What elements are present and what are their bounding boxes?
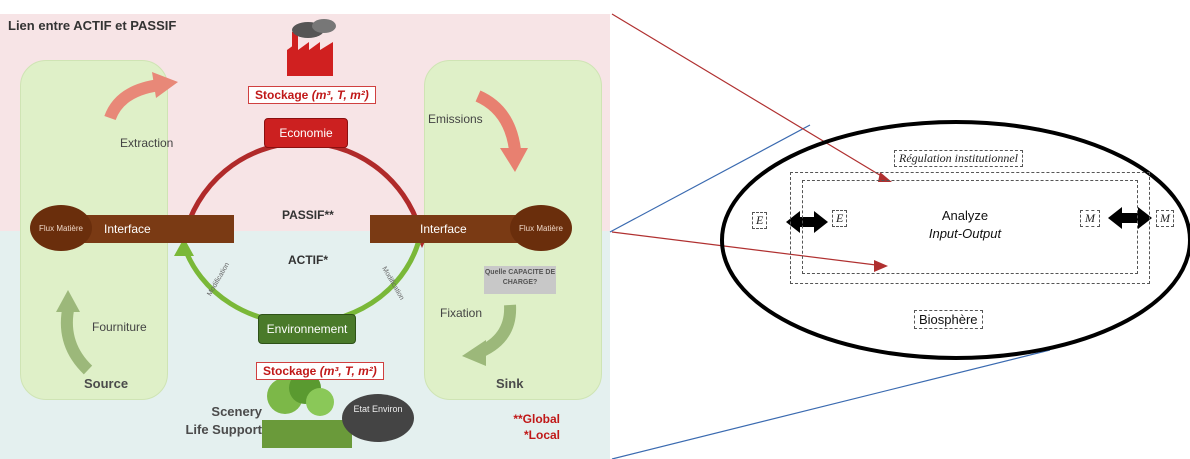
emissions-arrowhead xyxy=(500,148,528,172)
interface-right-label: Interface xyxy=(420,222,467,236)
environnement-arc-arrowhead xyxy=(174,238,194,256)
e-double-arrow-icon xyxy=(786,211,828,233)
fourniture-arrowhead xyxy=(56,290,80,312)
fixation-label: Fixation xyxy=(440,306,483,320)
sink-label: Sink xyxy=(496,376,524,391)
scenery-label: Scenery xyxy=(211,404,262,419)
flux-matiere-left-cloud: Flux Matière xyxy=(30,205,92,251)
m-inner-label: M xyxy=(1080,210,1100,227)
e-outer-label: E xyxy=(752,212,768,229)
diagram-title: Lien entre ACTIF et PASSIF xyxy=(8,18,177,33)
extraction-label: Extraction xyxy=(120,136,174,150)
etat-environ-label: Etat Environ xyxy=(353,404,403,414)
etat-environ-cloud xyxy=(342,394,414,442)
fourniture-label: Fourniture xyxy=(92,320,147,334)
stockage-bottom-label: Stockage (m³, T, m²) xyxy=(256,362,384,380)
source-label: Source xyxy=(84,376,129,391)
e-inner-label: E xyxy=(832,210,848,227)
analyze-label: Analyze xyxy=(941,208,989,223)
environnement-box: Environnement xyxy=(258,314,356,344)
m-outer-label: M xyxy=(1156,210,1174,227)
m-double-arrow-icon xyxy=(1108,207,1152,229)
life-support-label: Life Support xyxy=(185,422,262,437)
actif-label: ACTIF* xyxy=(288,253,328,267)
fourniture-arrow xyxy=(60,308,93,375)
connector-bottom-blue xyxy=(611,349,1051,459)
global-legend: **Global xyxy=(513,412,560,426)
scenery-trees-icon xyxy=(262,372,352,448)
factory-icon xyxy=(287,19,336,76)
interface-right-bar: Interface xyxy=(370,215,524,243)
input-output-label: Input-Output xyxy=(928,226,1002,241)
extraction-arrowhead xyxy=(152,72,178,98)
analysis-ellipse xyxy=(720,120,1190,360)
interface-left-label: Interface xyxy=(104,222,151,236)
capacite-box: Quelle CAPACITE DE CHARGE? xyxy=(484,266,556,294)
passif-label: PASSIF** xyxy=(282,208,334,222)
emissions-label: Emissions xyxy=(428,112,483,126)
emissions-arrow xyxy=(475,90,521,151)
interface-left-bar: Interface xyxy=(80,215,234,243)
regulation-outer-box xyxy=(790,172,1150,284)
flux-matiere-right-cloud: Flux Matière xyxy=(510,205,572,251)
connector-red-top xyxy=(611,13,889,181)
connector-top-blue xyxy=(609,124,811,233)
local-legend: *Local xyxy=(523,428,560,442)
analysis-inner-box xyxy=(802,180,1138,274)
regulation-label: Régulation institutionnel xyxy=(894,150,1023,167)
fixation-arrowhead xyxy=(462,340,486,366)
connector-red-top-arrowhead xyxy=(878,172,892,182)
economie-box: Economie xyxy=(264,118,348,148)
stockage-top-label: Stockage (m³, T, m²) xyxy=(248,86,376,104)
extraction-arrow xyxy=(104,79,161,121)
biosphere-label: Biosphère xyxy=(914,310,983,329)
connector-red-mid xyxy=(611,231,885,267)
connector-red-mid-arrowhead xyxy=(874,260,888,272)
flow-arrows xyxy=(56,19,528,448)
